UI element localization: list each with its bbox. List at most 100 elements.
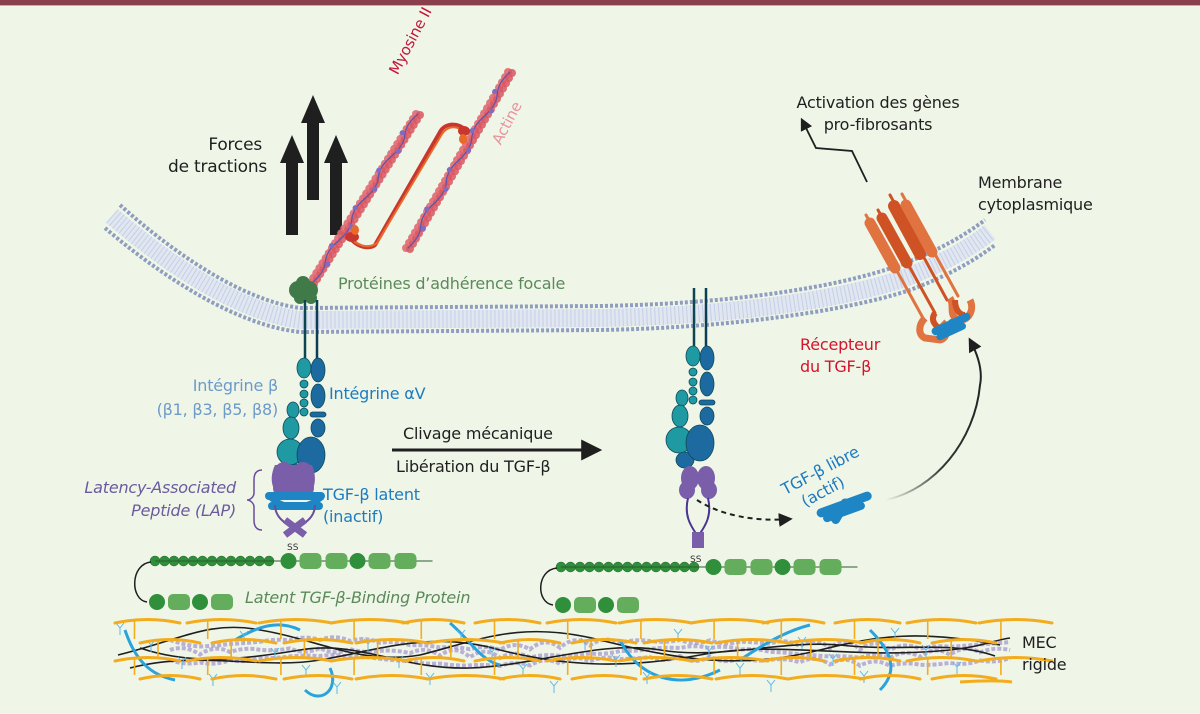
ecm-collagen-strand — [786, 674, 866, 681]
ecm-collagen-strand — [185, 618, 258, 625]
ltbp-domain — [574, 597, 596, 613]
ltbp-domain — [724, 559, 747, 575]
ecm-collagen-strand — [833, 656, 902, 663]
ecm-line2: rigide — [1022, 655, 1067, 674]
disulfide-bond-icon: SS — [690, 555, 702, 565]
traction-forces-line1: Forces — [208, 135, 262, 155]
ecm-glycan-twig — [549, 680, 559, 693]
ecm-collagen-strand — [617, 618, 694, 625]
integrin-av-label: Intégrine αV — [329, 384, 426, 403]
ecm-collagen-strand — [426, 638, 506, 645]
ecm-collagen-strand — [257, 656, 334, 663]
ecm-collagen-black-fiber — [129, 637, 1011, 669]
ecm-collagen-strand — [138, 638, 202, 645]
ecm-line1: MEC — [1022, 633, 1057, 652]
ecm-collagen-black-fiber — [139, 643, 996, 669]
ltbp-domain — [750, 559, 773, 575]
ecm-glycan-twig — [704, 645, 714, 658]
ecm-glycan-twig — [766, 679, 776, 692]
ltbp-hinge — [540, 567, 558, 606]
ltbp-domain — [617, 597, 639, 613]
ecm-collagen-strand — [570, 674, 638, 681]
ltbp-domain — [555, 597, 571, 613]
integrin-av-domain — [699, 371, 715, 397]
actin-filaments — [306, 68, 516, 288]
integrin-av-domain — [309, 411, 327, 418]
ecm-collagen-strand — [329, 656, 410, 663]
integrin-beta-domain — [685, 345, 701, 367]
receptor-line1: Récepteur — [800, 335, 881, 354]
ecm-collagen-strand — [545, 656, 618, 663]
ecm-purple-fiber — [169, 644, 1011, 661]
gene-activation-line1: Activation des gènes — [796, 93, 960, 112]
ecm-collagen-strand — [113, 618, 182, 625]
ecm-collagen-strand — [642, 638, 714, 645]
receptor-label: Récepteur du TGF-β — [800, 334, 880, 378]
ltbp-domain — [368, 553, 391, 569]
myosin-ii-filament — [345, 122, 470, 250]
ltbp-domain — [819, 559, 842, 575]
lap-line1: Latency-Associated — [84, 478, 236, 497]
lap-bracket — [246, 469, 263, 531]
latent-tgf-beta-complex: SS — [265, 462, 325, 553]
ecm-collagen-strand — [617, 656, 694, 663]
integrin-av-domain — [310, 383, 326, 409]
ecm-collagen-strand — [714, 638, 790, 645]
ltbp-left — [134, 553, 433, 610]
ecm-glycan-twig — [952, 661, 962, 674]
membrane-line2: cytoplasmique — [978, 195, 1093, 214]
ecm-collagen-strand — [689, 656, 770, 663]
tgf-beta-receptor-icon — [864, 192, 976, 344]
lap-open-complex: SS — [679, 466, 717, 565]
membrane-inner-leaflet — [103, 226, 997, 335]
ecm-collagen-strand — [473, 618, 542, 625]
free-tgf-beta-icon — [816, 491, 872, 524]
ltbp-domain — [598, 597, 614, 613]
ecm-collagen-strand — [282, 674, 354, 681]
ecm-collagen-strand — [977, 618, 1054, 625]
ecm-collagen-strand — [401, 618, 466, 625]
ecm-fibronectin-fiber — [739, 623, 811, 662]
ecm-collagen-strand — [498, 638, 562, 645]
ltbp-domain — [394, 553, 417, 569]
top-border-bar — [0, 0, 1200, 5]
lap-line2: Peptide (LAP) — [131, 501, 236, 520]
ltbp-domain — [168, 594, 190, 610]
integrin-beta-egf — [299, 379, 309, 389]
ecm-collagen-strand — [185, 656, 258, 663]
integrin-beta-label: Intégrine β (β1, β3, β5, β8) — [98, 374, 279, 422]
ecm-purple-fiber — [169, 635, 1011, 653]
membrane-core — [106, 209, 996, 330]
ecm-fibronectin-fiber — [123, 629, 176, 682]
integrin-beta-domain — [286, 401, 300, 419]
ecm-glycan-twig — [828, 653, 838, 666]
integrin-complex-right — [665, 288, 716, 469]
integrin-beta-domain — [675, 389, 689, 407]
ltbp-domain — [280, 553, 297, 569]
gene-activation-line2: pro-fibrosants — [823, 115, 933, 134]
disulfide-bond-icon: SS — [287, 543, 299, 553]
ltbp-domain — [349, 553, 366, 569]
integrin-beta-egf — [688, 395, 698, 405]
integrin-av-domain — [699, 345, 715, 371]
ecm-label: MEC rigide — [1022, 632, 1067, 676]
membrane-line1: Membrane — [978, 173, 1063, 192]
release-label: Libération du TGF-β — [396, 457, 551, 476]
ltbp-domain — [211, 594, 233, 610]
ecm-collagen-strand — [689, 618, 770, 625]
ecm-collagen-strand — [210, 638, 278, 645]
ecm-collagen-strand — [545, 618, 618, 625]
ltbp-right — [540, 559, 858, 613]
receptor-line2: du TGF-β — [800, 357, 872, 376]
gene-activation-label: Activation des gènes pro-fibrosants — [778, 92, 978, 136]
ecm-fibronectin-fiber — [303, 667, 335, 698]
ltbp-hinge — [134, 561, 152, 603]
ecm-collagen-strand — [959, 679, 1013, 684]
latent-tgf-line1: TGF-β latent — [323, 485, 420, 504]
ecm-collagen-strand — [833, 618, 902, 625]
ecm-collagen-strand — [138, 674, 202, 681]
integrin-beta-domain — [671, 404, 689, 428]
ecm-collagen-strand — [714, 674, 790, 681]
ecm-glycan-twig — [735, 662, 745, 675]
